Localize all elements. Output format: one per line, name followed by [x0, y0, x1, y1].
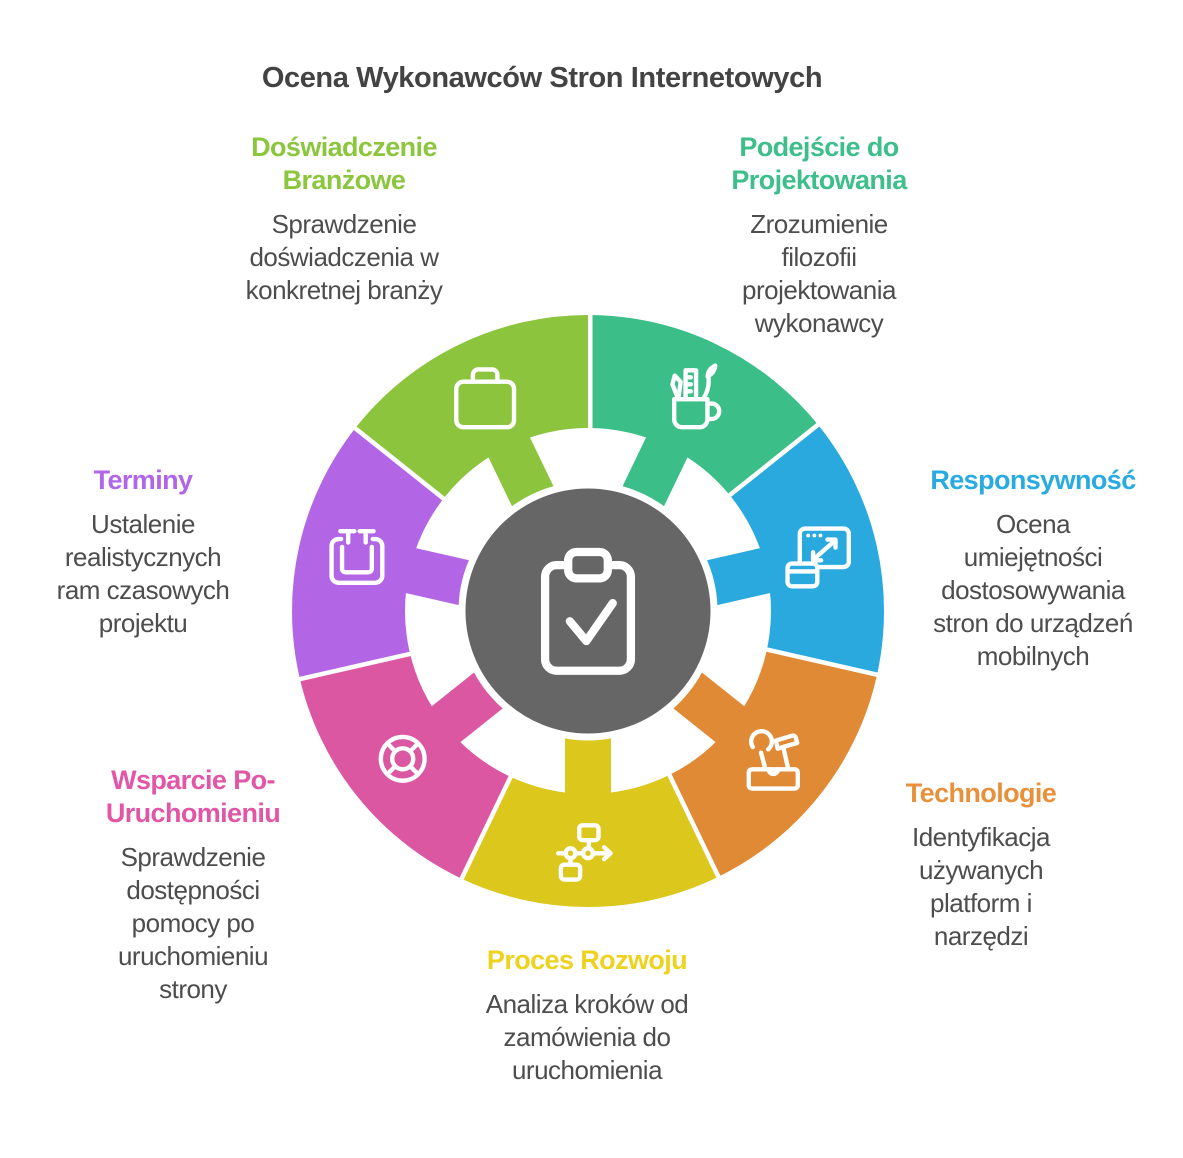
segment-label-post-launch-support: Wsparcie Po- Uruchomieniu Sprawdzenie do… [73, 764, 313, 1006]
segment-post-launch-support-wedge [299, 651, 509, 878]
segment-label-industry-experience: Doświadczenie Branżowe Sprawdzenie doświ… [209, 131, 479, 307]
briefcase-icon [454, 367, 517, 430]
segment-description: Sprawdzenie dostępności pomocy po urucho… [117, 842, 269, 1004]
segment-title: Doświadczenie Branżowe [251, 132, 437, 195]
center-circle [458, 481, 718, 741]
segment-label-responsiveness: Responsywność Ocena umiejętności dostoso… [898, 464, 1168, 673]
segment-description: Zrozumienie filozofii projektowania wyko… [742, 209, 896, 338]
responsive-icon [785, 526, 851, 589]
segment-title: Podejście do Projektowania [731, 132, 907, 195]
segment-title: Responsywność [930, 465, 1136, 495]
segment-industry-experience-wedge [356, 315, 588, 497]
flowchart-icon [556, 823, 613, 882]
calendar-icon [329, 528, 385, 585]
segment-label-development-process: Proces Rozwoju Analiza kroków od zamówie… [442, 944, 732, 1087]
segment-description: Sprawdzenie doświadczenia w konkretnej b… [245, 209, 443, 305]
clipboard-check-icon [540, 547, 636, 675]
segment-label-technologies: Technologie Identyfikacja używanych plat… [856, 777, 1106, 953]
segment-description: Analiza kroków od zamówienia do uruchomi… [485, 989, 689, 1085]
segment-title: Proces Rozwoju [486, 945, 688, 975]
segment-label-timelines: Terminy Ustalenie realistycznych ram cza… [18, 464, 268, 640]
segment-title: Technologie [905, 778, 1057, 808]
pencil-cup-icon [670, 363, 722, 430]
lifebuoy-icon [378, 734, 427, 783]
segment-description: Ustalenie realistycznych ram czasowych p… [56, 509, 230, 638]
segment-responsiveness-wedge [731, 426, 885, 677]
tools-icon [746, 729, 800, 791]
segment-description: Ocena umiejętności dostosowywania stron … [933, 509, 1133, 671]
segment-title: Wsparcie Po- Uruchomieniu [105, 765, 281, 828]
page-title: Ocena Wykonawców Stron Internetowych [261, 62, 823, 94]
segment-description: Identyfikacja używanych platform i narzę… [911, 822, 1051, 951]
segment-timelines-wedge [291, 426, 445, 677]
segment-technologies-wedge [667, 651, 877, 878]
segment-design-approach-wedge [588, 315, 820, 497]
segment-label-design-approach: Podejście do Projektowania Zrozumienie f… [684, 131, 954, 340]
segment-title: Terminy [93, 465, 193, 495]
